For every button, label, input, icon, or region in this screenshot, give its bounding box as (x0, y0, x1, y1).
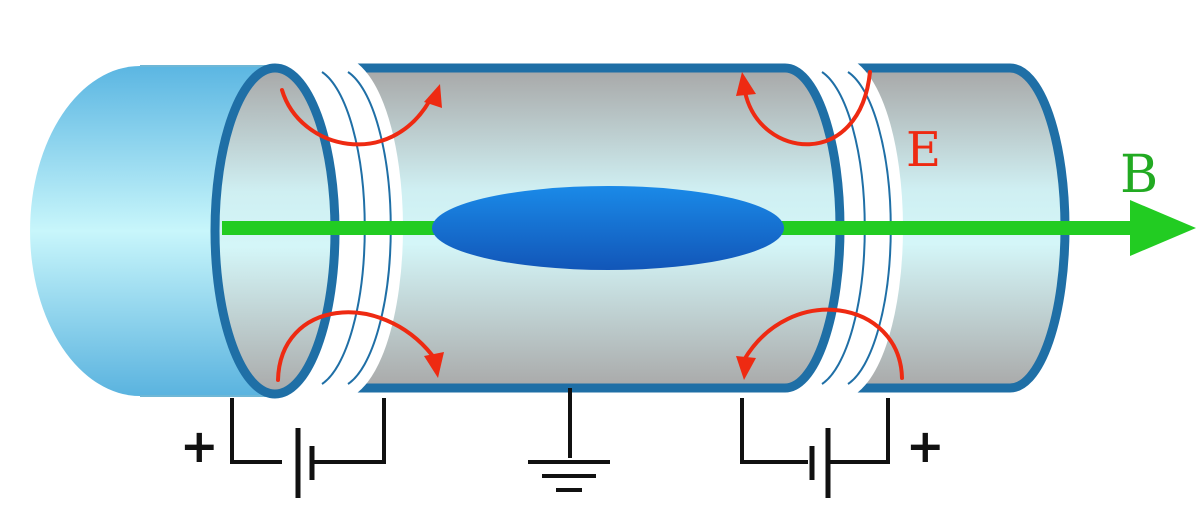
right-bias-circuit (740, 398, 890, 498)
left-plus-sign: + (180, 419, 219, 473)
electric-field-lines (276, 70, 904, 382)
right-plus-sign: + (906, 419, 945, 473)
electric-field-label: E (906, 122, 941, 178)
ground-symbol (528, 388, 610, 492)
left-bias-circuit (230, 398, 386, 498)
plasma-cloud (432, 186, 784, 270)
magnetic-field-label: B (1120, 145, 1158, 205)
